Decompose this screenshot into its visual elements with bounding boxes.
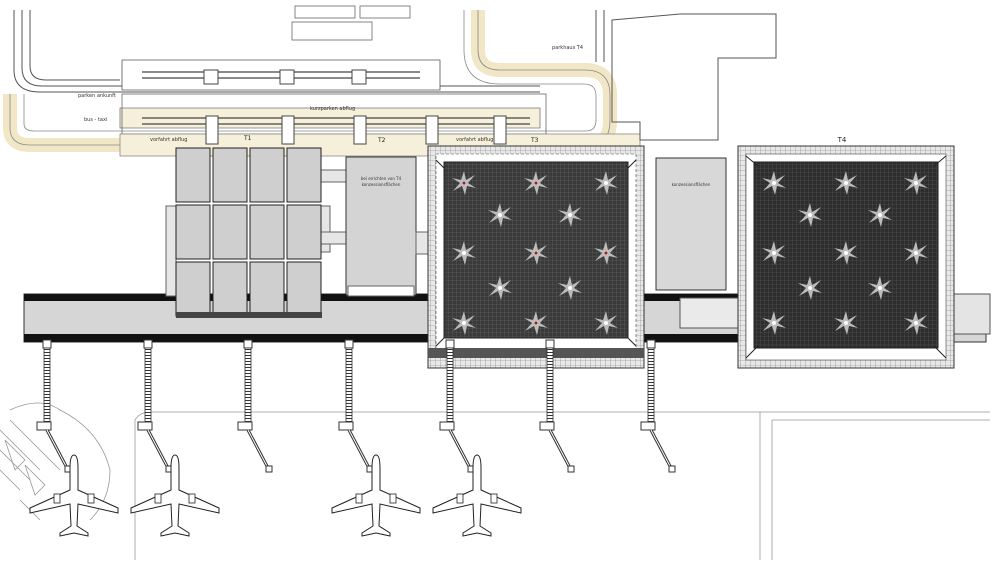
concession-label: konzessionsflächen — [672, 182, 711, 187]
aircraft-icon — [130, 454, 220, 537]
terminal-1-module — [286, 147, 322, 203]
terminal-2-building — [345, 156, 417, 296]
jet-bridge-icon — [36, 339, 72, 473]
jet-bridge-icon — [439, 339, 475, 473]
aircraft-group — [29, 454, 522, 537]
terminal-3-roof-columns — [452, 171, 618, 335]
terminal-1-module — [249, 147, 285, 203]
concession-building — [655, 157, 727, 291]
terminal-1-module — [212, 261, 248, 317]
label-vorfahrt-1: vorfahrt abflug — [150, 137, 187, 143]
label-parking-t4: parkhaus T4 — [552, 45, 583, 51]
terminal-1-module — [286, 261, 322, 317]
boarding-bridges — [36, 339, 676, 473]
label-vorfahrt-2: vorfahrt abflug — [456, 137, 493, 143]
label-t1: T1 — [243, 135, 252, 142]
terminal-1-module — [212, 147, 248, 203]
label-t2: T2 — [377, 137, 386, 144]
label-bus-taxi: bus - taxi — [84, 117, 107, 123]
terminal-1-grid — [175, 147, 322, 318]
jet-bridge-icon — [137, 339, 173, 473]
terminal-1-module — [286, 204, 322, 260]
terminal-1-module — [249, 204, 285, 260]
jet-bridge-icon — [237, 339, 273, 473]
label-t3: T3 — [530, 137, 539, 144]
label-t4: T4 — [837, 136, 847, 144]
terminal-1-module — [175, 204, 211, 260]
landside-roads — [3, 5, 777, 157]
label-kurzparken: kurzparken abflug — [310, 106, 355, 112]
terminal-1-module — [175, 147, 211, 203]
terminal-1-module — [249, 261, 285, 317]
t2-label-line-2: konzessionsflächen — [362, 182, 401, 187]
terminal-1-module — [175, 261, 211, 317]
aircraft-icon — [331, 454, 421, 537]
t2-label-line-1: bei errichten von T4 — [361, 176, 402, 181]
label-parken-ankunft: parken ankunft — [78, 93, 116, 99]
jet-bridge-icon — [338, 339, 374, 473]
jet-bridge-icon — [640, 339, 676, 473]
terminal-1-module — [212, 204, 248, 260]
aircraft-icon — [29, 454, 119, 537]
aircraft-icon — [432, 454, 522, 537]
jet-bridge-icon — [539, 339, 575, 473]
